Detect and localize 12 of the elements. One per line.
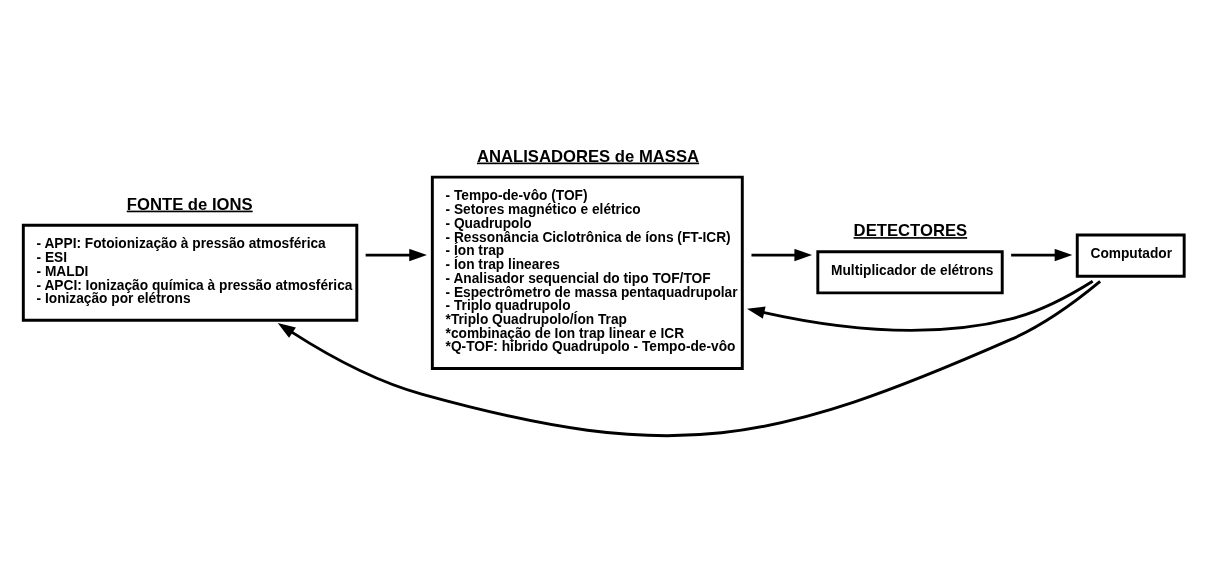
node-label: FONTE de IONS	[126, 194, 253, 214]
arrow	[1011, 248, 1073, 261]
node-label: ANALISADORES de MASSA	[476, 146, 700, 166]
node-box: - Tempo-de-vôo (TOF) - Setores magnético e elétrico - Quadrupolo - Ressonância Ciclotrônica de íons (FT-ICR) - Íon trap - Íon trap lineares - Analisador sequencial do tipo TOF/TOF - Espectrômetro de massa pentaquadrupolar - Triplo quadrupolo *Triplo Quadrupolo/Íon Trap *combinação de Ion trap linear e ICR *Q-TOF: híbrido Quadrupolo - Tempo-de-vôo	[430, 175, 744, 370]
arrow	[365, 248, 427, 261]
arrow	[746, 279, 1094, 332]
node-box: - APPI: Fotoionização à pressão atmosférica - ESI - MALDI - APCI: Ionização química à pressão atmosférica - Ionização por elétrons	[21, 223, 359, 322]
arrow	[277, 279, 1102, 437]
node-box: Computador	[1075, 233, 1186, 278]
node-box: Multiplicador de elétrons	[816, 249, 1004, 294]
arrow	[751, 248, 813, 261]
node-label: DETECTORES	[853, 220, 968, 240]
